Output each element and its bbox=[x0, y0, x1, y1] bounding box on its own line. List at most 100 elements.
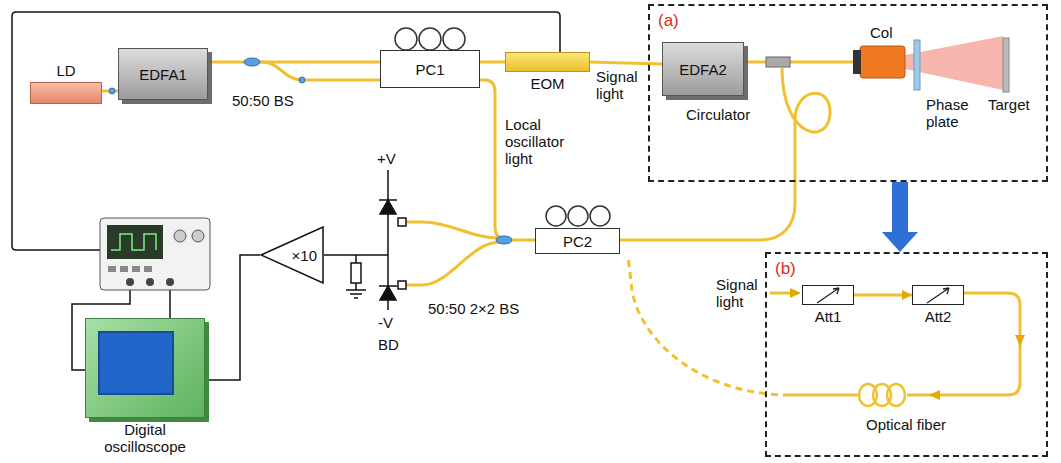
laser-beam bbox=[905, 36, 1003, 90]
part-label: Optical fiber bbox=[866, 416, 946, 433]
part-label: Signal light bbox=[716, 276, 764, 310]
connector-line bbox=[480, 60, 505, 63]
polarization-loops bbox=[419, 28, 441, 50]
attenuator: Att1 bbox=[802, 285, 854, 325]
polarization-loops bbox=[546, 206, 566, 226]
balanced-detector bbox=[324, 255, 388, 298]
oscilloscope: Digital oscilloscope bbox=[85, 318, 205, 458]
part-label: Digital oscilloscope bbox=[85, 421, 205, 455]
amplifier-triangle: ×10 bbox=[260, 226, 324, 284]
function-generator bbox=[126, 278, 134, 286]
control-wire bbox=[12, 12, 560, 250]
part-label: LD bbox=[30, 62, 102, 79]
connector bbox=[854, 290, 912, 300]
optical-fiber bbox=[907, 293, 1020, 395]
polarization-loops bbox=[590, 206, 610, 226]
balanced-detector bbox=[380, 200, 396, 214]
part-label: Local oscillator light bbox=[505, 116, 583, 167]
part-label: 50:50 BS bbox=[232, 92, 294, 109]
optical-fiber bbox=[262, 62, 1020, 395]
connector-line bbox=[590, 62, 662, 64]
node-label: PC1 bbox=[415, 61, 444, 78]
function-generator bbox=[107, 225, 163, 259]
variable-arrow bbox=[927, 288, 949, 303]
node-label: EDFA2 bbox=[679, 61, 727, 78]
oscilloscope-screen bbox=[98, 331, 174, 395]
connector bbox=[205, 255, 260, 380]
function-generator bbox=[100, 218, 210, 290]
collimator bbox=[853, 50, 861, 74]
beam-splitter bbox=[109, 88, 115, 94]
balanced-detector bbox=[398, 281, 406, 289]
phase-plate bbox=[914, 40, 920, 90]
fiber-coil bbox=[859, 384, 905, 406]
optical-fiber bbox=[405, 222, 500, 238]
function-generator bbox=[111, 234, 156, 250]
dashed-region: (a) EDFA2 bbox=[648, 4, 1048, 182]
part-label: Circulator bbox=[686, 106, 750, 123]
node-label: PC2 bbox=[563, 233, 592, 250]
balanced-detector bbox=[379, 200, 397, 286]
balanced-detector bbox=[324, 170, 406, 310]
phase-plate bbox=[914, 40, 920, 90]
balanced-detector bbox=[351, 263, 361, 283]
part-label: BD bbox=[378, 336, 399, 353]
target bbox=[1003, 38, 1009, 92]
circulator bbox=[766, 57, 790, 67]
optical-fiber bbox=[262, 62, 503, 238]
amplifier-triangle bbox=[261, 227, 323, 283]
modulator: EOM bbox=[505, 52, 590, 94]
function-generator bbox=[146, 278, 154, 286]
beam-splitter bbox=[244, 58, 260, 66]
part-label: EOM bbox=[505, 75, 590, 92]
beam-splitter bbox=[299, 77, 305, 83]
optical-fiber bbox=[511, 239, 535, 242]
gain-label: ×10 bbox=[292, 247, 317, 264]
connector bbox=[882, 182, 918, 252]
balanced-detector bbox=[398, 218, 406, 226]
connector bbox=[590, 62, 662, 64]
att-shape bbox=[912, 285, 964, 305]
optical-fiber bbox=[742, 61, 766, 64]
attenuator: Att2 bbox=[912, 285, 964, 325]
connector-line bbox=[205, 255, 260, 380]
function-generator bbox=[100, 218, 210, 290]
function-generator bbox=[192, 230, 204, 242]
block-arrow bbox=[882, 182, 918, 252]
part-label: -V bbox=[378, 314, 393, 331]
part-label: Phase plate bbox=[926, 96, 976, 130]
beam-splitter bbox=[496, 236, 512, 244]
fiber-arrow bbox=[929, 390, 940, 400]
function-generator bbox=[120, 266, 128, 272]
optical-fiber bbox=[405, 242, 500, 285]
part-label: Target bbox=[988, 96, 1030, 113]
fiber-arrow bbox=[790, 288, 801, 298]
balanced-detector bbox=[380, 286, 396, 300]
laser-beam bbox=[905, 36, 1003, 90]
amplifier-box: EDFA1 bbox=[118, 48, 208, 100]
connector-line bbox=[208, 60, 380, 63]
amplifier-box: EDFA2 bbox=[662, 42, 744, 96]
function-generator bbox=[108, 266, 116, 272]
osc-shape bbox=[85, 318, 205, 418]
eom-shape bbox=[505, 52, 590, 72]
function-generator bbox=[144, 266, 152, 272]
variable-arrow bbox=[803, 286, 853, 304]
panel-letter: (b) bbox=[775, 259, 796, 278]
connector bbox=[480, 61, 505, 62]
collimator bbox=[860, 46, 905, 78]
optical-fiber bbox=[790, 394, 860, 397]
panel-letter: (a) bbox=[658, 11, 679, 30]
part-label: Att1 bbox=[802, 308, 854, 325]
part-label: 50:50 2×2 BS bbox=[428, 300, 519, 317]
part-label: Col bbox=[870, 24, 893, 41]
part-label: +V bbox=[377, 150, 396, 167]
control-wire bbox=[169, 290, 171, 318]
node-label: EDFA1 bbox=[139, 66, 187, 83]
polarization-controller: PC1 bbox=[380, 50, 480, 88]
fiber-arrow bbox=[1015, 335, 1025, 346]
function-generator bbox=[174, 230, 186, 242]
ld-shape bbox=[30, 82, 102, 104]
edge-label: Signal light bbox=[596, 68, 646, 102]
